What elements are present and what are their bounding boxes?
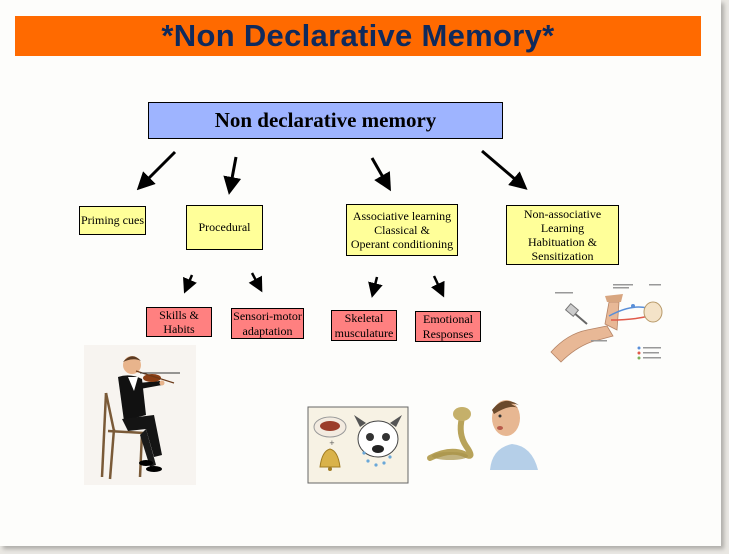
emotional-line-1: Emotional (422, 312, 473, 327)
nonassociative-line-3: Habituation & (528, 235, 597, 249)
conditioning-illustration: + (307, 406, 409, 484)
skeletal-box: Skeletal musculature (331, 310, 397, 341)
priming-label: Priming cues (81, 213, 144, 228)
associative-line-1: Associative learning (352, 208, 452, 223)
associative-line-3: Operant conditioning (350, 237, 454, 252)
skills-box: Skills & Habits (146, 307, 212, 337)
skeletal-line-1: Skeletal (344, 311, 384, 326)
root-label: Non declarative memory (214, 108, 437, 133)
procedural-box: Procedural (186, 205, 263, 250)
arrow-to-skills (183, 274, 197, 294)
nonassociative-line-2: Learning (540, 220, 585, 235)
arrow-to-skeletal (368, 276, 383, 298)
sensorimotor-line-1: Sensori-motor (233, 309, 302, 324)
arrow-to-priming (136, 150, 177, 191)
arrow-to-procedural (223, 156, 242, 195)
emotional-box: Emotional Responses (415, 311, 481, 342)
emotional-line-2: Responses (422, 326, 474, 341)
nonassociative-line-1: Non-associative (523, 206, 602, 221)
svg-text:+: + (329, 439, 335, 447)
arrow-to-associative (370, 157, 391, 192)
arrow-to-nonassociative (481, 149, 528, 190)
skills-line-1: Skills & (159, 307, 199, 322)
sensorimotor-box: Sensori-motor adaptation (231, 308, 304, 339)
arrow-to-sensorimotor (248, 272, 263, 293)
root-box: Non declarative memory (148, 102, 503, 139)
associative-box: Associative learning Classical & Operant… (346, 204, 458, 256)
procedural-label: Procedural (198, 220, 251, 235)
skills-line-2: Habits (163, 322, 195, 336)
skeletal-line-2: musculature (334, 325, 394, 340)
associative-line-2: Classical & (374, 222, 430, 237)
slide: *Non Declarative Memory* Non declarative… (0, 0, 721, 546)
sensorimotor-line-2: adaptation (242, 323, 293, 338)
title-bar: *Non Declarative Memory* (15, 16, 701, 56)
priming-box: Priming cues (79, 206, 146, 235)
nonassociative-box: Non-associative Learning Habituation & S… (506, 205, 619, 265)
knee-reflex-diagram (550, 284, 663, 363)
slide-title: *Non Declarative Memory* (161, 18, 555, 53)
nonassociative-line-4: Sensitization (531, 249, 594, 264)
snake-fear-illustration (427, 400, 538, 470)
arrows-layer (136, 149, 528, 298)
arrow-to-emotional (430, 275, 445, 298)
violinist-illustration (84, 345, 196, 485)
